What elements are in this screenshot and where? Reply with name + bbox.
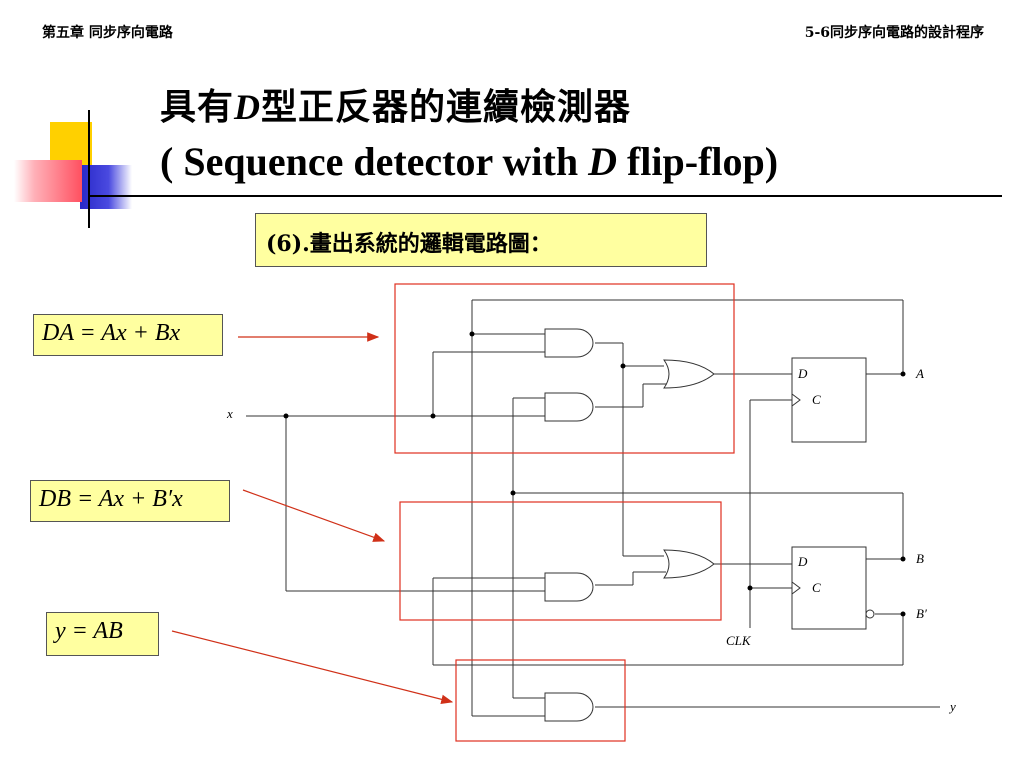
title-english: ( Sequence detector with D flip-flop) [160,139,779,184]
ff-b-c-label: C [812,580,821,595]
frame-da-logic [394,283,735,454]
red-arrows [171,332,454,704]
arrow-y [171,630,454,704]
equation-da: DA = Ax + Bx [42,320,181,346]
frame-y-logic [455,659,626,742]
or-gate-db [663,549,715,579]
d-flip-flop-a: D C [791,357,867,443]
equation-y: y = AB [55,618,123,644]
and-gate-ax [544,328,594,358]
ff-b-d-label: D [797,554,808,569]
ff-a-d-label: D [797,366,808,381]
output-y-label: y [948,699,956,714]
chapter-header: 第五章 同步序向電路 [42,25,173,41]
output-b-bar-label: B′ [916,606,927,621]
ff-a-c-label: C [812,392,821,407]
equation-db: DB = Ax + B′x [39,486,183,512]
and-gates [544,328,594,722]
equation-y-box: y = AB [46,612,159,656]
d-flip-flop-b: D C [791,546,875,630]
red-frames [394,283,735,742]
or-gate-da [663,359,715,389]
equation-db-box: DB = Ax + B′x [30,480,230,522]
inverted-output-bubble [865,609,875,619]
deco-red-square [14,160,82,202]
step-caption-box: (6).畫出系統的邏輯電路圖： [255,213,707,267]
arrow-db [242,489,386,542]
title-underline [88,195,1002,197]
and-gate-bx [544,392,594,422]
section-header: 5-6同步序向電路的設計程序 [804,25,984,41]
step-caption: (6).畫出系統的邏輯電路圖： [266,231,552,257]
wire-junctions [283,331,906,617]
title-chinese: 具有D型正反器的連續檢測器 [160,86,632,128]
equation-da-box: DA = Ax + Bx [33,314,223,356]
and-gate-bbar-x [544,572,594,602]
and-gate-ab [544,692,594,722]
frame-db-logic [399,501,722,621]
clock-label: CLK [726,633,752,648]
deco-vertical-line [88,110,90,228]
input-x-label: x [226,406,233,421]
or-gates [663,359,715,579]
output-a-label: A [915,366,924,381]
output-b-label: B [916,551,924,566]
